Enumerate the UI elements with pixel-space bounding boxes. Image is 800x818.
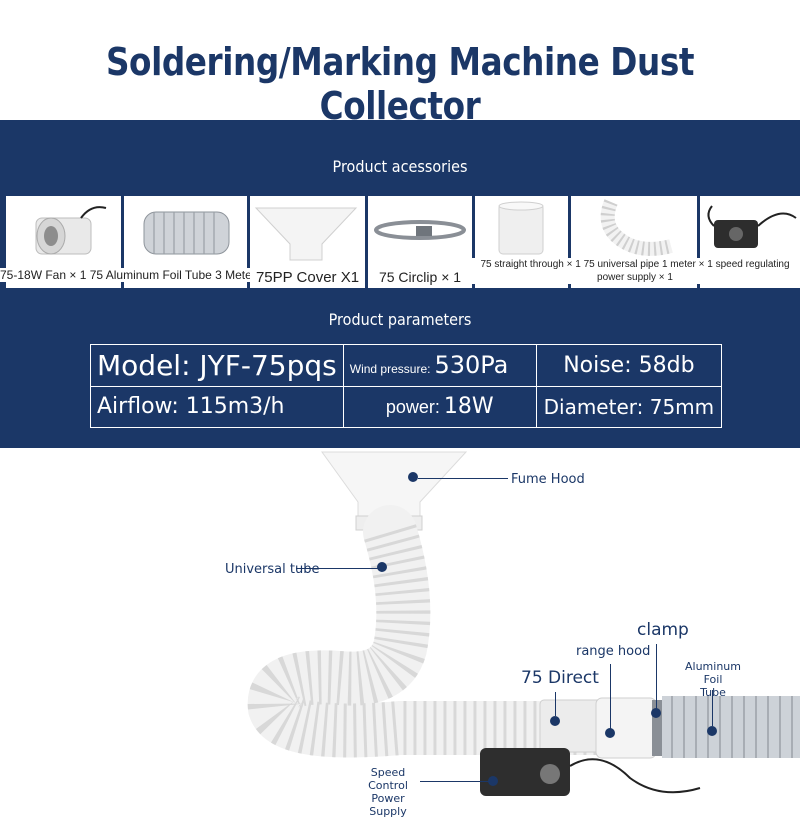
- direct-marker: [550, 716, 560, 726]
- parameters-table: Model: JYF-75pqs Wind pressure:530Pa Noi…: [90, 344, 723, 428]
- aluminum-foil-marker: [707, 726, 717, 736]
- accessory-label-circlip: 75 Circlip × 1: [378, 269, 462, 285]
- accessory-label-power: speed regulating power supply × 1: [597, 259, 790, 283]
- accessory-label-group-right: 75 straight through × 1 75 universal pip…: [470, 258, 800, 284]
- universal-tube-leader: [296, 568, 378, 569]
- accessory-label-cover: 75PP Cover X1: [255, 269, 360, 286]
- accessories-heading: Product acessories: [332, 157, 468, 176]
- accessory-circlip: 75 Circlip × 1: [368, 196, 472, 288]
- clamp-marker: [651, 708, 661, 718]
- universal-tube-marker: [377, 562, 387, 572]
- fume-hood-leader: [418, 478, 508, 479]
- speed-control-label: Speed Control Power Supply: [356, 766, 420, 818]
- accessory-universal-pipe: [571, 196, 697, 288]
- speed-control-label-line1: Speed Control: [368, 766, 408, 792]
- product-illustration: [247, 451, 800, 796]
- accessory-label-universal: 75 universal pipe 1 meter × 1: [583, 259, 713, 270]
- accessory-label-fan-foil: 75-18W Fan × 1 75 Aluminum Foil Tube 3 M…: [0, 268, 282, 282]
- fan-icon: [35, 206, 107, 255]
- straight-pipe-icon: [498, 201, 544, 255]
- aluminum-foil-label-line1: Aluminum Foil: [685, 660, 741, 686]
- range-hood-label: range hood: [576, 644, 651, 659]
- param-noise: Noise: 58db: [535, 344, 723, 387]
- clamp-leader: [656, 644, 657, 712]
- accessory-label-foil: 75 Aluminum Foil Tube 3 Meters × 1: [89, 268, 283, 282]
- speed-control-marker: [488, 776, 498, 786]
- param-airflow: Airflow: 115m3/h: [90, 385, 344, 428]
- accessory-label-fan: 75-18W Fan × 1: [0, 268, 87, 282]
- param-model: Model: JYF-75pqs: [90, 344, 344, 387]
- universal-tube-label: Universal tube: [225, 562, 320, 577]
- aluminum-foil-label-line2: Tube: [700, 686, 726, 699]
- page-title: Soldering/Marking Machine Dust Collector: [105, 40, 695, 128]
- cover-icon: [254, 207, 358, 261]
- param-diameter: Diameter: 75mm: [535, 385, 723, 428]
- universal-pipe-icon: [600, 199, 673, 256]
- fume-hood-label: Fume Hood: [511, 472, 585, 487]
- direct-label: 75 Direct: [521, 668, 599, 688]
- accessory-label-straight: 75 straight through × 1: [480, 259, 581, 270]
- aluminum-foil-label: Aluminum Foil Tube: [678, 660, 748, 699]
- power-supply-icon: [707, 205, 797, 248]
- range-hood-marker: [605, 728, 615, 738]
- range-hood-leader: [610, 664, 611, 730]
- clamp-label: clamp: [637, 620, 689, 640]
- parameters-heading: Product parameters: [328, 310, 472, 329]
- param-wind-pressure: Wind pressure:530Pa: [342, 344, 537, 387]
- accessory-cover: 75PP Cover X1: [250, 196, 365, 288]
- param-power: power:18W: [342, 385, 537, 428]
- aluminum-foil-leader: [712, 690, 713, 726]
- circlip-icon: [374, 220, 466, 240]
- foil-tube-icon: [143, 211, 230, 255]
- accessories-row: 75-18W Fan × 1 75 Aluminum Foil Tube 3 M…: [0, 196, 800, 288]
- fume-hood-marker: [408, 472, 418, 482]
- direct-leader: [555, 692, 556, 716]
- speed-control-label-line2: Power Supply: [369, 792, 407, 818]
- speed-control-leader: [420, 781, 490, 782]
